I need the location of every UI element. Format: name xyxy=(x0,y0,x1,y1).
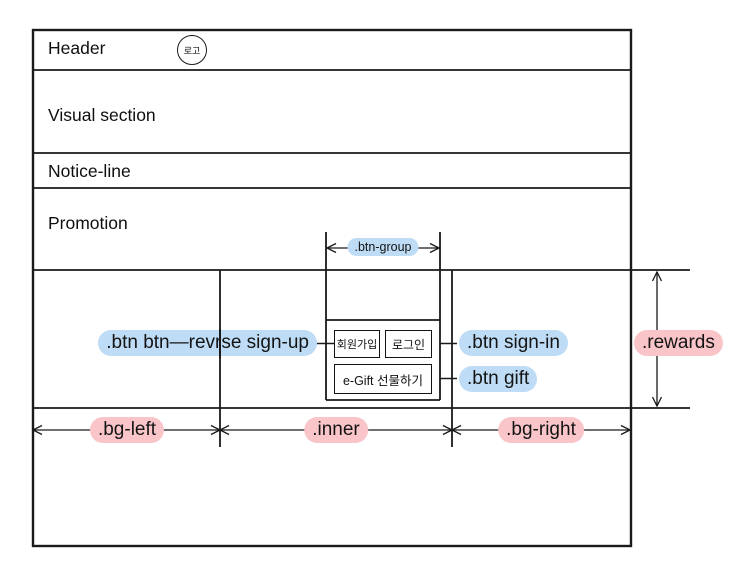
arrowhead-up-icon xyxy=(651,270,663,282)
arrowhead-right-icon xyxy=(620,424,632,436)
egift-button[interactable]: e-Gift 선물하기 xyxy=(334,364,432,394)
arrowhead-left-icon xyxy=(450,424,462,436)
header-section-label: Header xyxy=(48,38,106,58)
bg-left-annotation: .bg-left xyxy=(89,417,165,443)
page-outline xyxy=(31,28,633,548)
rewards-annotation: .rewards xyxy=(634,330,723,356)
btn-group-annotation: .btn-group xyxy=(347,238,419,256)
arrowhead-down-icon xyxy=(651,396,663,408)
promotion-section-label: Promotion xyxy=(48,213,128,233)
bg-right-annotation: .bg-right xyxy=(498,417,584,443)
join-button[interactable]: 회원가입 xyxy=(334,330,380,358)
visual-section-label: Visual section xyxy=(48,105,156,125)
notice-line-section-label: Notice-line xyxy=(48,161,131,181)
arrowhead-right-icon xyxy=(429,242,441,254)
sign-in-annotation: .btn sign-in xyxy=(459,330,568,356)
sign-up-annotation: .btn btn—revrse sign-up xyxy=(98,330,317,356)
arrowhead-left-icon xyxy=(31,424,43,436)
boundary-line-over-label xyxy=(219,329,221,358)
arrowhead-left-icon xyxy=(325,242,337,254)
logo-label: 로고 xyxy=(183,45,201,56)
logo-icon: 로고 xyxy=(177,35,207,65)
gift-annotation: .btn gift xyxy=(459,366,538,392)
inner-annotation: .inner xyxy=(304,417,368,443)
login-button[interactable]: 로그인 xyxy=(385,330,432,358)
arrowhead-left-icon xyxy=(218,424,230,436)
